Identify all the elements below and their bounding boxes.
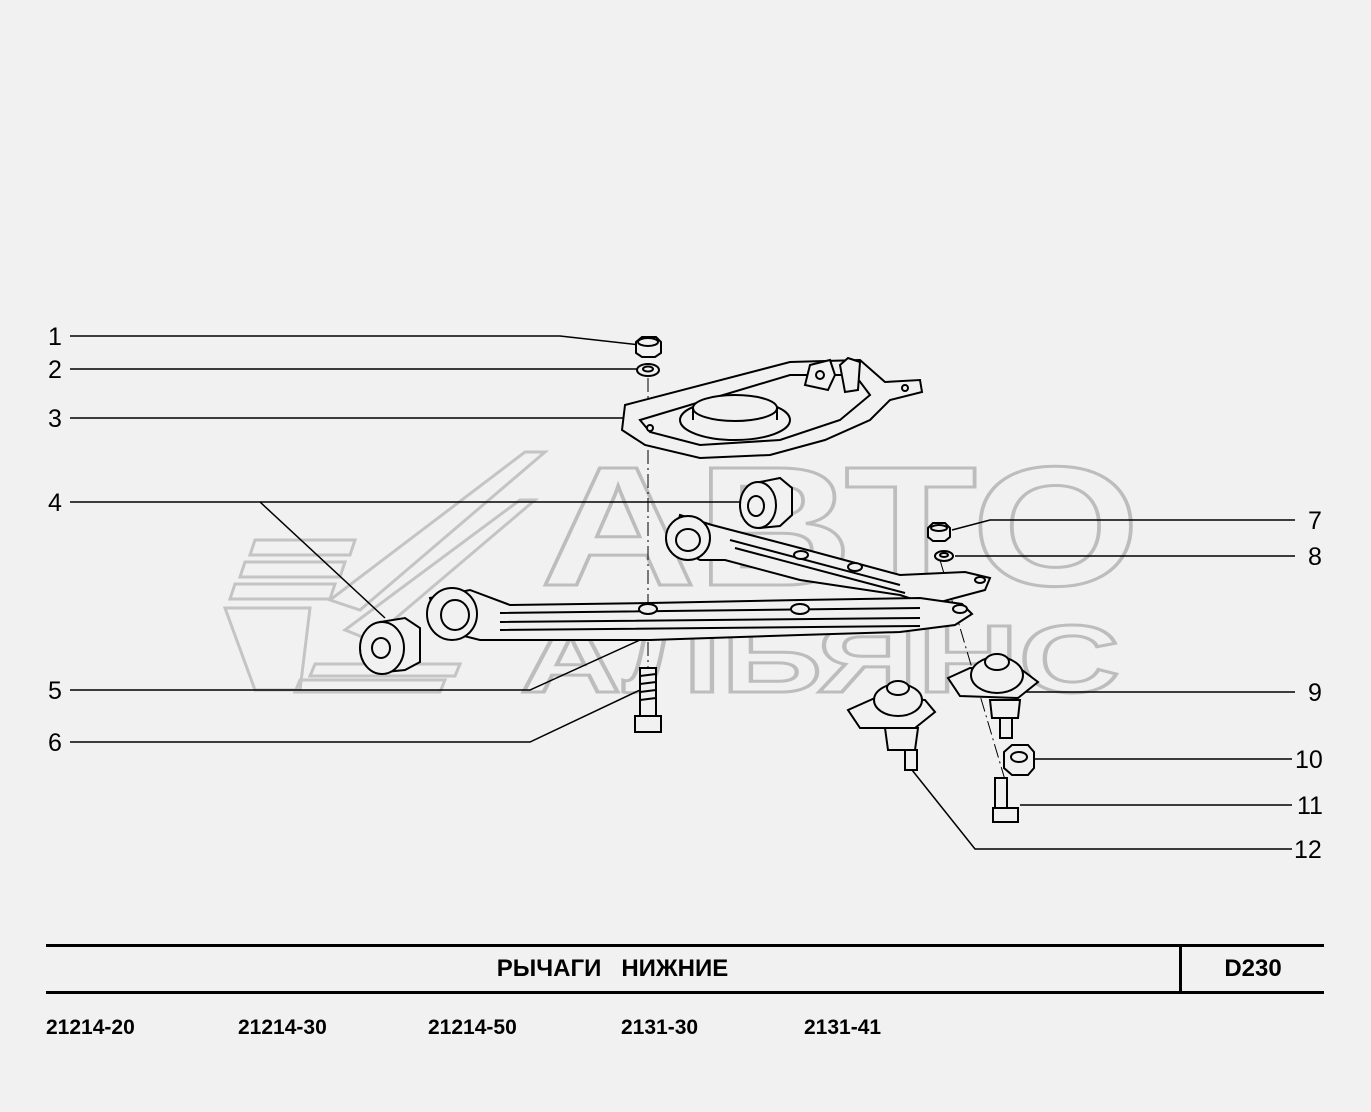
part-2-washer-icon <box>636 363 660 377</box>
exploded-parts-diagram: АВТО АЛЬЯНС <box>48 323 1323 864</box>
callout-10: 10 <box>1295 746 1323 774</box>
leader-lines <box>70 335 1295 850</box>
title-divider <box>1179 947 1182 991</box>
callout-2: 2 <box>48 356 62 384</box>
callout-1: 1 <box>48 323 62 351</box>
callout-4: 4 <box>48 489 62 517</box>
part-1-nut-icon <box>635 336 662 358</box>
diagram-code: D230 <box>1224 955 1282 982</box>
model-code: 21214-30 <box>238 1016 327 1039</box>
rear-lower-arm-icon <box>665 513 992 607</box>
callout-5: 5 <box>48 677 62 705</box>
part-10-nut-icon <box>1003 744 1035 776</box>
part-8-washer-icon <box>934 550 954 562</box>
front-lower-arm-icon <box>426 587 974 641</box>
part-6-bolt-icon <box>634 667 662 733</box>
model-code: 21214-20 <box>46 1016 135 1039</box>
part-4-bush-icon <box>739 476 793 530</box>
model-code: 2131-30 <box>621 1016 699 1039</box>
model-code: 21214-50 <box>428 1016 517 1039</box>
part-9-ball-joint-icon <box>946 653 1040 739</box>
model-code: 2131-41 <box>804 1016 882 1039</box>
part-11-bolt-icon <box>992 777 1019 823</box>
part-3-cross-member-bracket-icon <box>620 356 924 460</box>
part-12-ball-joint-icon <box>846 680 937 771</box>
part-7-nut-icon <box>927 522 951 542</box>
part-5-bush-icon <box>359 616 421 675</box>
page-title: РЫЧАГИ НИЖНИЕ <box>496 955 729 982</box>
callout-9: 9 <box>1308 679 1322 707</box>
callout-numbers: 1 2 3 4 5 6 7 8 9 10 11 12 <box>48 323 1323 864</box>
callout-8: 8 <box>1308 543 1322 571</box>
title-block: РЫЧАГИ НИЖНИЕ D230 <box>46 944 1324 994</box>
callout-12: 12 <box>1294 836 1322 864</box>
watermark-line1: АВТО <box>540 432 1140 622</box>
callout-7: 7 <box>1308 507 1322 535</box>
callout-6: 6 <box>48 729 62 757</box>
callout-3: 3 <box>48 405 62 433</box>
callout-11: 11 <box>1297 792 1323 820</box>
